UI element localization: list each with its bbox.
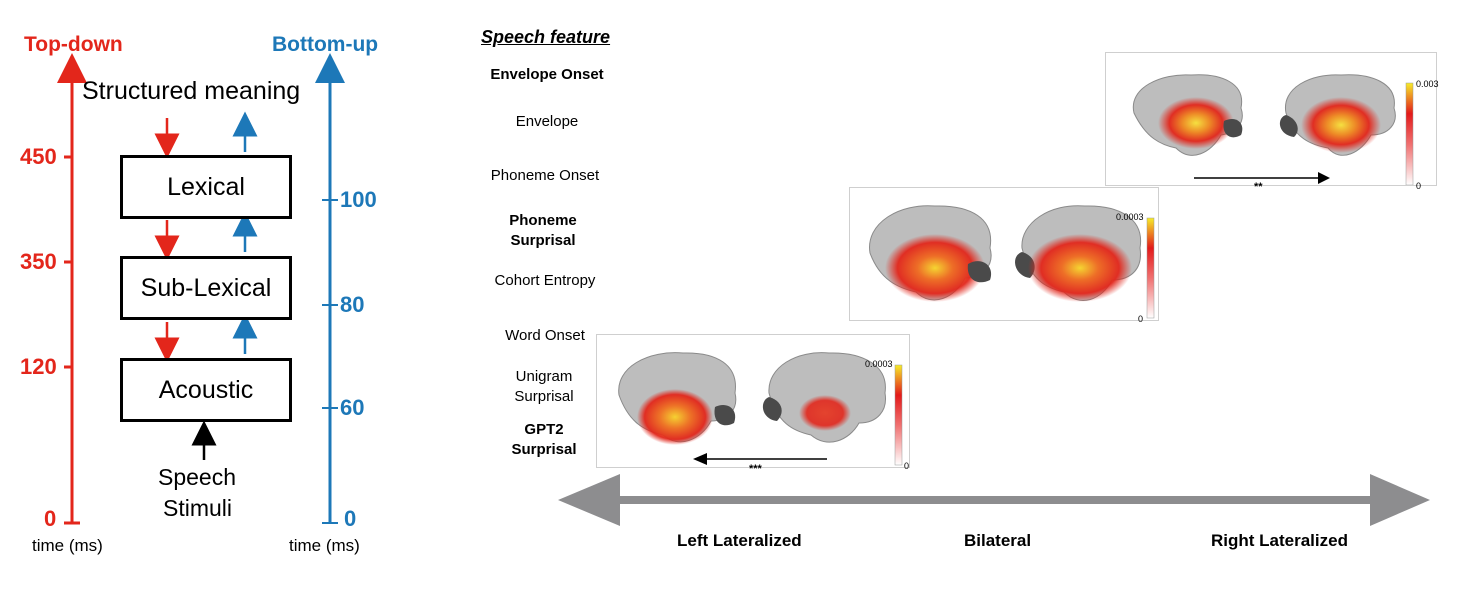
significance-label: *** [749, 463, 762, 475]
axis-label-middle: Bilateral [964, 531, 1032, 550]
brain-panel-phoneme-graphics [869, 205, 1155, 319]
lateralization-axis [558, 474, 1430, 526]
activation-blob [885, 234, 985, 302]
brain-cerebellum [1223, 118, 1243, 138]
activation-blob [1301, 97, 1381, 153]
brain-panel-envelope-graphics [1132, 74, 1414, 186]
colorbar-min: 0 [904, 461, 910, 471]
bottom-up-label: Bottom-up [272, 33, 379, 56]
colorbar [1405, 82, 1414, 186]
speech-stimuli-label-line2: Stimuli [163, 495, 233, 521]
activation-blob [1158, 97, 1234, 149]
feature-gpt2-surprisal: GPT2 Surprisal [511, 421, 577, 458]
feature-cohort-entropy: Cohort Entropy [494, 272, 596, 289]
structured-meaning-label: Structured meaning [82, 77, 301, 105]
stage-acoustic: Acoustic [120, 358, 292, 422]
lateralization-arrowhead [1318, 172, 1330, 184]
activation-blob [637, 389, 713, 445]
colorbar [894, 364, 903, 466]
top-down-tick-label-350: 350 [20, 249, 57, 274]
brain-panel-word: 0.0003 0 *** [596, 334, 910, 475]
activation-blob [1028, 234, 1132, 302]
bottom-up-tick-label-80: 80 [340, 292, 365, 317]
stage-lexical: Lexical [120, 155, 292, 219]
colorbar [1146, 217, 1155, 319]
lateralization-arrowhead [693, 453, 707, 465]
top-down-tick-label-450: 450 [20, 144, 57, 169]
brain-cerebellum [967, 261, 992, 283]
feature-phoneme-surprisal: Phoneme Surprisal [509, 212, 577, 249]
top-down-label: Top-down [24, 33, 123, 56]
feature-unigram-surprisal: Unigram Surprisal [514, 368, 574, 405]
colorbar-max: 0.0003 [865, 359, 893, 369]
colorbar-max: 0.003 [1416, 79, 1439, 89]
feature-word-onset: Word Onset [505, 327, 585, 344]
feature-envelope: Envelope [515, 113, 579, 130]
colorbar-max: 0.0003 [1116, 212, 1144, 222]
lateralization-axis-arrow [558, 474, 1430, 526]
colorbar-min: 0 [1416, 181, 1422, 191]
top-down-tick-label-120: 120 [20, 354, 57, 379]
feature-phoneme-onset: Phoneme Onset [490, 167, 600, 184]
top-down-tick-label-0: 0 [44, 506, 57, 531]
brain-panel-envelope: 0.003 0 ** [1105, 52, 1439, 193]
axis-label-left: Left Lateralized [677, 531, 802, 550]
brain-panel-word-graphics [618, 352, 903, 466]
bottom-up-tick-label-100: 100 [340, 187, 377, 212]
significance-label: ** [1254, 181, 1263, 193]
speech-feature-heading: Speech feature [481, 27, 611, 47]
activation-blob [799, 395, 851, 431]
brain-cerebellum [714, 404, 736, 426]
speech-stimuli-label-line1: Speech [158, 464, 237, 490]
axis-label-right: Right Lateralized [1211, 531, 1348, 550]
brain-panel-phoneme: 0.0003 0 [849, 187, 1159, 324]
brain-cerebellum [762, 397, 782, 421]
time-label-left: time (ms) [32, 536, 103, 555]
colorbar-min: 0 [1138, 314, 1144, 324]
feature-envelope-onset: Envelope Onset [490, 66, 604, 83]
time-label-right: time (ms) [289, 536, 360, 555]
bottom-up-tick-label-60: 60 [340, 395, 365, 420]
bottom-up-tick-label-0: 0 [344, 506, 357, 531]
stage-sub-lexical: Sub-Lexical [120, 256, 292, 320]
brain-cerebellum [1279, 115, 1298, 137]
